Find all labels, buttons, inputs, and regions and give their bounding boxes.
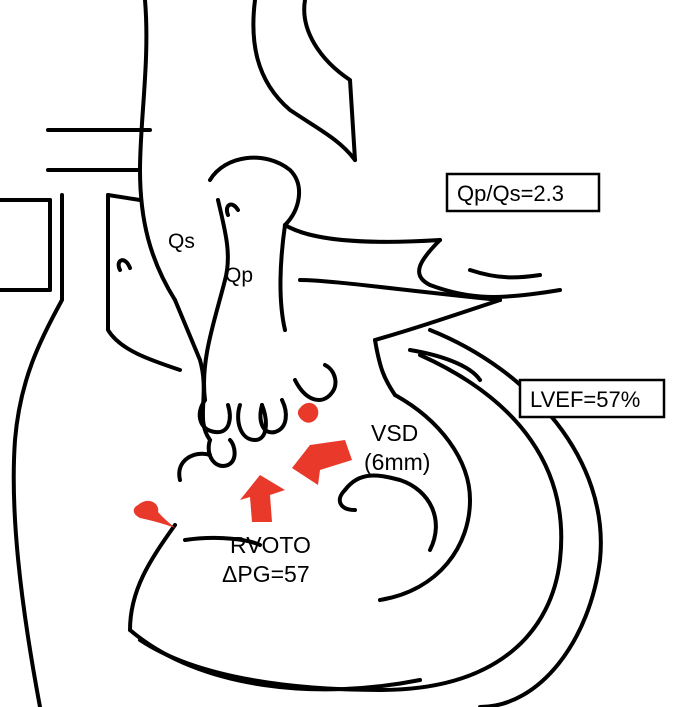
lvef-box: LVEF=57% <box>518 378 666 419</box>
qp-qs-box: Qp/Qs=2.3 <box>445 172 601 213</box>
jet-droplet-icon <box>297 402 319 423</box>
lvef-text: LVEF=57% <box>530 387 640 412</box>
pressure-gradient-label: ΔPG=57 <box>222 561 310 587</box>
qp-label: Qp <box>225 264 253 287</box>
flow-arrow-icon <box>240 475 285 522</box>
qs-label: Qs <box>168 230 195 253</box>
vsd-label: VSD <box>371 420 418 446</box>
flow-arrow-icon <box>292 440 352 485</box>
rvoto-label: RVOTO <box>230 532 311 558</box>
vessel-outlines <box>0 0 603 707</box>
valve-leaflets <box>197 363 338 468</box>
vsd-size-label: (6mm) <box>364 449 430 475</box>
jet-droplet-icon <box>133 500 175 528</box>
flow-markers <box>133 402 352 528</box>
qp-qs-text: Qp/Qs=2.3 <box>457 181 564 206</box>
